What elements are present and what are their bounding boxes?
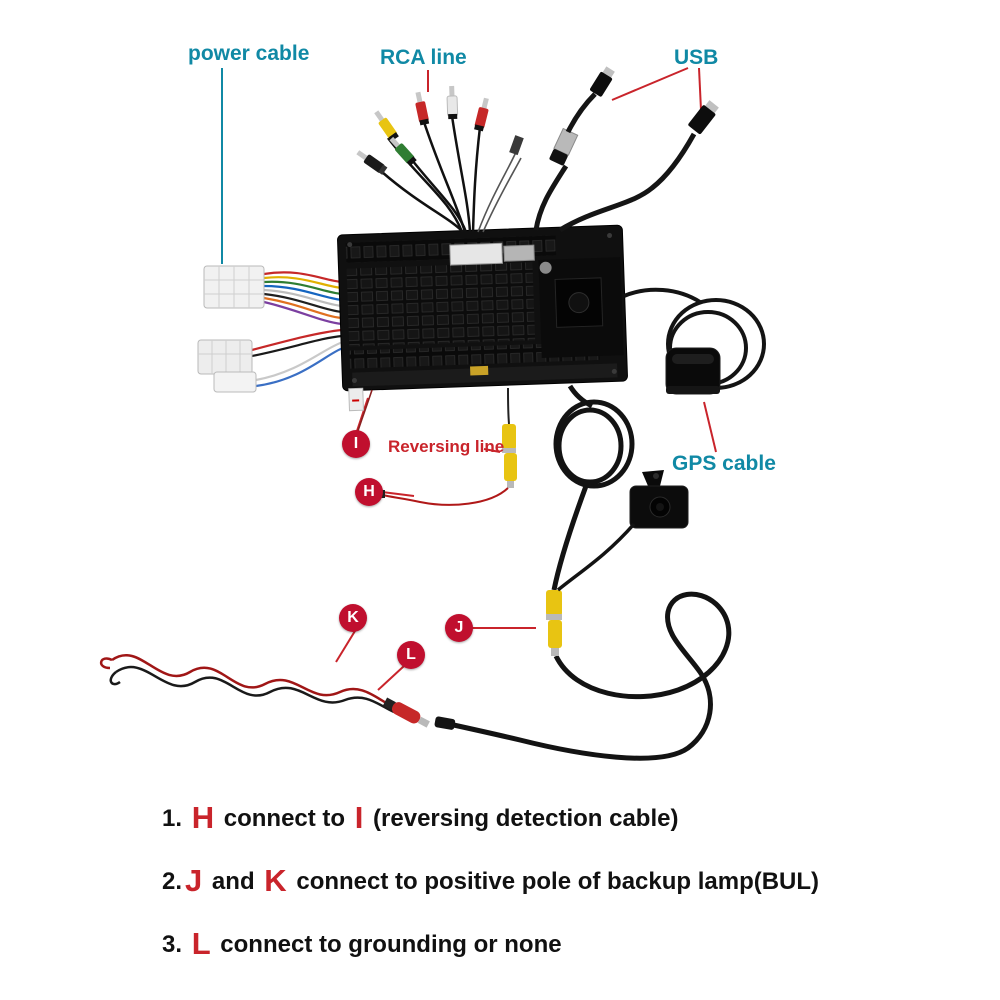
instruction-1-letter-h: H [191, 800, 215, 835]
instruction-1-text-2: (reversing detection cable) [366, 805, 679, 832]
label-gps-cable: GPS cable [672, 452, 776, 475]
usb-plug-right [688, 100, 719, 134]
rca-plug-red2 [474, 97, 489, 132]
harness-socket [449, 242, 503, 266]
label-rca-line: RCA line [380, 46, 467, 69]
label-usb: USB [674, 46, 719, 69]
rca-plug-white [446, 85, 459, 120]
rca-plug-yellow [374, 110, 399, 142]
label-power-cable: power cable [188, 42, 310, 65]
label-reversing-line: Reversing line [388, 437, 505, 456]
rca-plug-red [415, 91, 430, 126]
rca-plugs [356, 85, 524, 233]
instruction-3-num: 3. [162, 931, 189, 958]
instruction-2: 2.J and K connect to positive pole of ba… [162, 863, 922, 899]
instruction-1-letter-i: I [354, 800, 364, 835]
badge-h: H [355, 478, 383, 506]
instruction-1: 1. H connect to I (reversing detection c… [162, 800, 922, 836]
gps-assembly [623, 287, 766, 395]
instruction-3-text-1: connect to grounding or none [213, 931, 562, 958]
instruction-2-text-1: and [205, 868, 262, 895]
instruction-3-letter-l: L [191, 926, 211, 961]
badge-l: L [397, 641, 425, 669]
instruction-1-text-1: connect to [217, 805, 352, 832]
power-harness [197, 265, 344, 393]
power-connector-blocks [197, 265, 265, 393]
gps-antenna [665, 347, 721, 395]
rca-coupler-reversing [502, 424, 517, 488]
instruction-2-num: 2. [162, 868, 183, 895]
backup-camera [556, 470, 689, 592]
instruction-2-letter-k: K [264, 863, 287, 898]
instructions-list: 1. H connect to I (reversing detection c… [162, 800, 922, 989]
rca-coupler-j [546, 590, 562, 656]
bullet-connector-red [382, 697, 430, 728]
usb-cables [533, 66, 719, 233]
cable-end-connector [434, 716, 456, 730]
head-unit [337, 224, 628, 412]
instruction-2-text-2: connect to positive pole of backup lamp(… [289, 868, 820, 895]
instruction-2-letter-j: J [185, 863, 203, 898]
badge-i: I [342, 430, 370, 458]
antenna-wires [477, 151, 522, 233]
twisted-wire [100, 653, 430, 728]
video-cable [434, 384, 732, 761]
pointer-lines [221, 67, 717, 691]
badge-j: J [445, 614, 473, 642]
badge-k: K [339, 604, 367, 632]
rca-plug-green [389, 136, 417, 167]
instruction-1-num: 1. [162, 805, 189, 832]
rca-plug-black [356, 150, 388, 175]
usb-plug-left [590, 66, 615, 97]
instruction-3: 3. L connect to grounding or none [162, 926, 922, 962]
usb-female-connector [549, 127, 579, 166]
